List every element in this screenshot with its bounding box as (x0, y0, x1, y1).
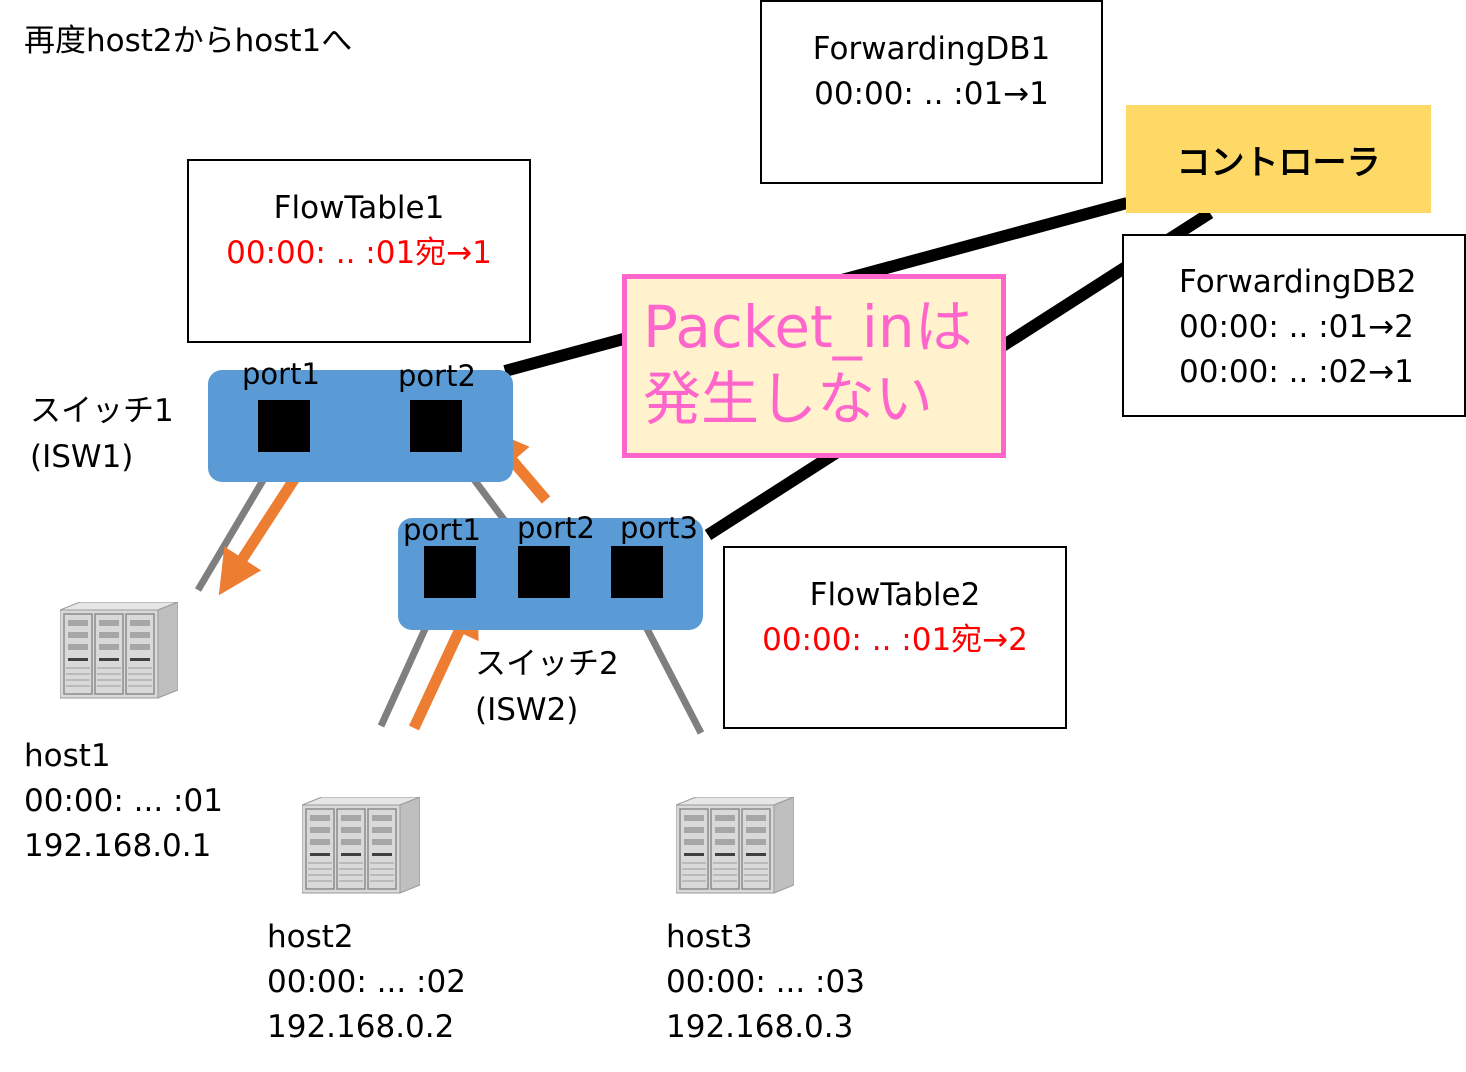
server-icon (60, 602, 178, 699)
packet-arrow-to-host1 (218, 475, 300, 596)
flow-table1-entry: 00:00: .. :01宛→1 (226, 235, 492, 271)
host1-ip: 192.168.0.1 (24, 828, 212, 864)
server-icon (676, 797, 794, 894)
host2-name: host2 (267, 919, 354, 955)
host1-mac: 00:00: ... :01 (24, 783, 223, 819)
flow-table2-title: FlowTable2 (809, 577, 981, 613)
switch1-port1 (258, 400, 310, 452)
switch2-port2 (518, 546, 570, 598)
forwarding-db1-title: ForwardingDB1 (812, 31, 1051, 67)
callout-line1: Packet_inは (643, 293, 973, 361)
flow-table1-box: FlowTable1 00:00: .. :01宛→1 (187, 159, 531, 343)
host2-label: host2 00:00: ... :02 192.168.0.2 (267, 915, 466, 1050)
host3-label: host3 00:00: ... :03 192.168.0.3 (666, 915, 865, 1050)
host1-label: host1 00:00: ... :01 192.168.0.1 (24, 734, 223, 869)
forwarding-db1-box: ForwardingDB1 00:00: .. :01→1 (760, 0, 1103, 184)
host3-mac: 00:00: ... :03 (666, 964, 865, 1000)
host2-mac: 00:00: ... :02 (267, 964, 466, 1000)
host3-name: host3 (666, 919, 753, 955)
callout-line2: 発生しない (643, 365, 934, 433)
page-title: 再度host2からhost1へ (24, 23, 353, 59)
server-icon (302, 797, 420, 894)
switch1-port1-label: port1 (242, 357, 320, 391)
packet-arrow-from-host2 (409, 592, 479, 731)
forwarding-db1-entry: 00:00: .. :01→1 (814, 76, 1049, 112)
flow-table1-title: FlowTable1 (273, 190, 445, 226)
switch2-port3 (611, 546, 663, 598)
controller-box: コントローラ (1126, 105, 1431, 213)
flow-table2-box: FlowTable2 00:00: .. :01宛→2 (723, 546, 1067, 729)
packet-in-callout: Packet_inは 発生しない (622, 274, 1006, 458)
forwarding-db2-entry: 00:00: .. :01→2 (1179, 309, 1414, 345)
switch1-name: スイッチ1 (30, 393, 174, 429)
host2-ip: 192.168.0.2 (267, 1009, 455, 1045)
switch2-id: (ISW2) (475, 692, 579, 728)
host1-name: host1 (24, 738, 111, 774)
switch1-port2-label: port2 (398, 359, 476, 393)
switch1-id: (ISW1) (30, 439, 134, 475)
forwarding-db2-entry: 00:00: .. :02→1 (1179, 354, 1414, 390)
switch2-port1-label: port1 (403, 513, 481, 547)
switch2-port1 (424, 546, 476, 598)
forwarding-db2-title: ForwardingDB2 (1179, 264, 1417, 300)
forwarding-db2-box: ForwardingDB2 00:00: .. :01→2 00:00: .. … (1122, 234, 1466, 417)
host3-ip: 192.168.0.3 (666, 1009, 854, 1045)
switch1-port2 (410, 400, 462, 452)
switch2-port3-label: port3 (620, 511, 698, 545)
switch2-port2-label: port2 (517, 511, 595, 545)
flow-table2-entry: 00:00: .. :01宛→2 (762, 622, 1028, 658)
switch2-name: スイッチ2 (475, 646, 619, 682)
